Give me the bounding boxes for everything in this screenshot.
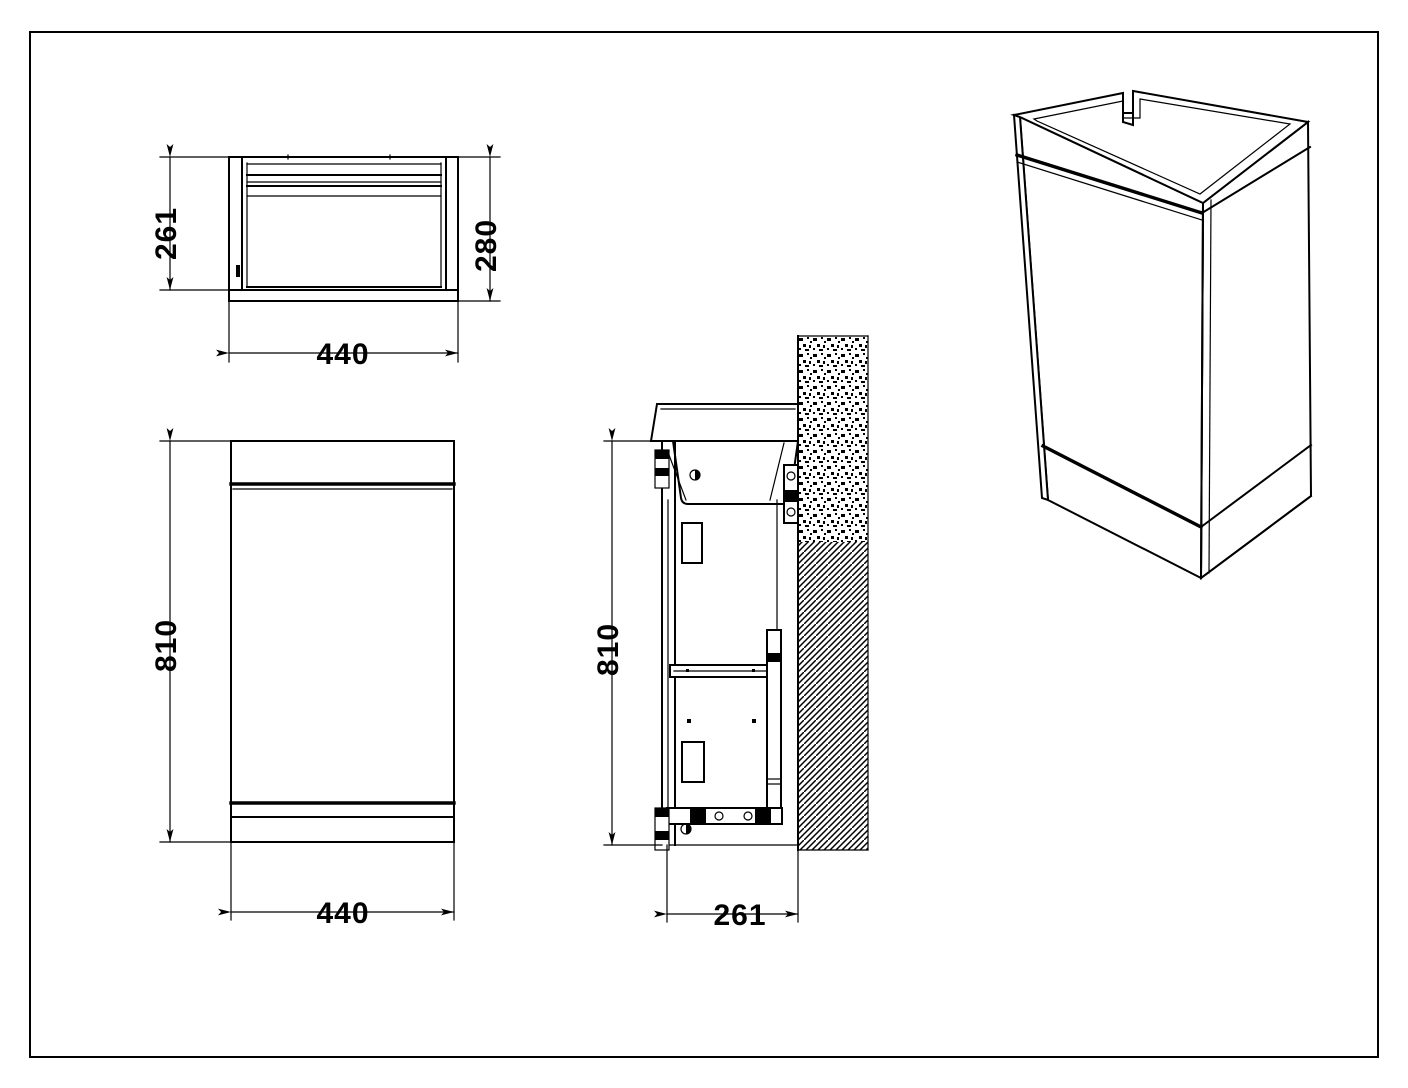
top-view-body [228,156,459,291]
iso-plinth-line [1040,443,1204,530]
bottom-rail-block-1 [690,808,706,824]
hinge-top-arm [668,454,687,501]
hinge-bottom-seg-1 [655,808,669,817]
fitting-rect-upper [681,522,703,564]
iso-drawer-line-under [1016,161,1203,221]
front-view-plinth [230,816,455,843]
top-view-handle-notch [236,265,240,277]
bottom-rail-screw-1 [714,811,724,821]
wall-rail-vertical [766,629,782,811]
dim-f810-label: 810 [150,619,183,672]
wall-rail-seg-top [767,653,781,662]
dimension-top-depth-280: 280 [445,144,503,302]
bottom-rail-screw-2 [743,811,753,821]
iso-corner-edge-inner [1208,199,1212,574]
mid-shelf-group [669,664,781,678]
cabinet-side-profile [661,440,799,846]
top-view-group: 261 280 440 [150,144,503,371]
wall-bracket-upper-screw-2 [786,507,796,517]
dim-f440-label: 440 [316,897,369,930]
dimension-top-width-440: 440 [216,300,459,371]
wall-bracket-upper-arm [769,442,785,501]
dimension-top-depth-261: 261 [150,144,230,291]
hinge-top-group [654,449,687,501]
iso-bottom-right-edge [1199,494,1313,580]
bottom-rail-block-2 [755,808,771,824]
mid-shelf-dot-2 [752,669,755,672]
basin-group [649,403,800,505]
dimension-front-height-810: 810 [150,428,232,843]
carcass-dot-right [752,719,756,723]
iso-top-notch [1122,90,1134,127]
dim-t440-label: 440 [316,338,369,371]
dimension-side-depth-261: 261 [654,844,799,932]
hinge-top-seg-2 [655,468,669,476]
iso-view-group [1010,89,1313,581]
iso-corner-edge [1199,201,1205,580]
dim-s261-label: 261 [713,899,766,932]
side-view-group: 810 261 [592,335,869,932]
top-view-base-plate [228,289,459,302]
fitting-rect-lower [681,741,705,783]
drawing-border [29,31,1379,1058]
bottom-rail-group [666,807,783,825]
mid-shelf-dot-1 [686,669,689,672]
hinge-top-seg-1 [655,450,669,459]
foot-adjuster-fill [686,824,691,834]
dim-261-label: 261 [150,207,183,260]
front-view-group: 810 440 [150,428,456,930]
front-view-body [230,440,455,818]
iso-drawer-line-right [1200,145,1312,215]
wall-bracket-upper-block [784,490,798,502]
dim-s810-label: 810 [592,623,625,676]
basin-waste-hole-fill [695,470,700,480]
wall-upper-stipple-fill [798,336,868,542]
iso-plinth-line-right [1199,443,1313,529]
dimension-side-height-810: 810 [592,428,663,846]
carcass-dot-left [687,719,691,723]
dimension-front-width-440: 440 [218,841,455,930]
wall-bracket-upper-screw-1 [786,471,796,481]
hinge-bottom-seg-2 [655,831,669,840]
iso-drawer-line [1014,152,1205,216]
hinge-bottom-group [654,807,670,851]
basin-bowl [651,440,800,505]
wall-lower-hatch-fill [798,542,868,850]
wall-section [797,335,869,851]
wall-bracket-upper [769,442,799,524]
dim-280-label: 280 [470,219,503,272]
